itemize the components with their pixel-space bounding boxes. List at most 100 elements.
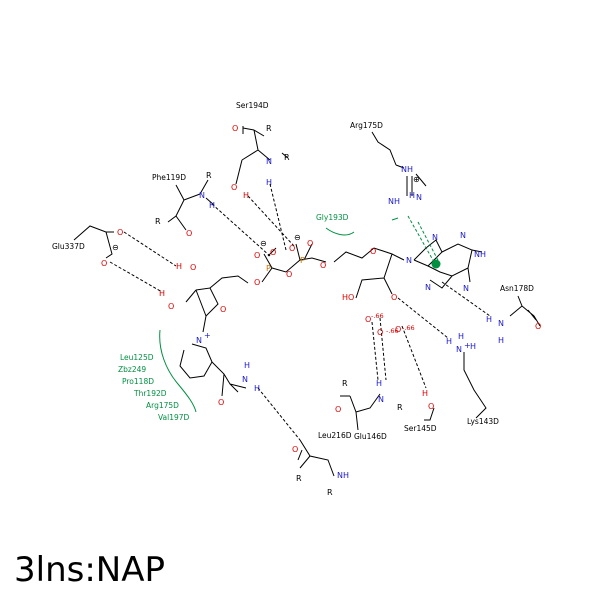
atom-oxygen: O: [254, 251, 260, 260]
residue-labels: Ser194D Arg175D Phe119D Gly193D Glu337D …: [52, 101, 534, 441]
atom-oxygen: O: [377, 328, 383, 337]
atom-oxygen: O: [220, 305, 226, 314]
atom-nitrogen: N: [456, 345, 462, 354]
residue-lys143: Lys143D: [467, 417, 499, 426]
covalent-bonds: [73, 126, 541, 477]
atom-hydrogen: H: [176, 262, 182, 271]
atom-positive-charge: +: [464, 341, 471, 350]
hydrophobic-contacts: [159, 215, 441, 413]
hydrophobic-residue: Pro118D: [122, 377, 154, 386]
atom-nitrogen: NH: [337, 471, 349, 480]
atom-hydrogen: H: [409, 191, 415, 200]
atom-oxygen: O: [395, 325, 401, 334]
atom-oxygen: O: [232, 124, 238, 133]
partial-charge: -.66: [386, 327, 399, 335]
atom-r-group: R: [327, 488, 333, 497]
residue-gly193: Gly193D: [316, 213, 349, 222]
atom-oxygen: O: [535, 322, 541, 331]
atom-negative-charge: ⊖: [260, 239, 267, 248]
atom-hydrogen: H: [470, 342, 476, 351]
residue-glu337: Glu337D: [52, 242, 85, 251]
atom-nitrogen: N: [460, 231, 466, 240]
residue-ser194: Ser194D: [236, 101, 269, 110]
atom-oxygen: O: [254, 278, 260, 287]
hydrophobic-residue: Val197D: [158, 413, 190, 422]
atom-nitrogen: N: [242, 375, 248, 384]
residue-arg175: Arg175D: [350, 121, 383, 130]
atom-hydrogen: H: [486, 315, 492, 324]
atom-negative-charge: ⊖: [112, 243, 119, 252]
atom-positive-charge: +: [204, 331, 211, 340]
atom-r-group: R: [397, 403, 403, 412]
atom-oxygen: O: [307, 239, 313, 248]
atom-nitrogen: N: [378, 395, 384, 404]
atom-oxygen: O: [365, 315, 371, 324]
atom-oxygen: O: [292, 445, 298, 454]
atom-positive-charge: ⊕: [413, 175, 420, 184]
atom-r-group: R: [284, 153, 290, 162]
atom-nitrogen: N: [425, 283, 431, 292]
atom-oxygen: O: [270, 248, 276, 257]
atom-hydrogen: H: [254, 384, 260, 393]
residue-asn178: Asn178D: [500, 284, 534, 293]
atom-labels: O R N R H O H NH ⊕ NH H N R N H R O O ⊖ …: [101, 124, 541, 497]
atom-hydrogen: H: [458, 332, 464, 341]
atom-nitrogen: N: [416, 193, 422, 202]
atom-hydrogen: H: [376, 379, 382, 388]
atom-nitrogen: N: [432, 233, 438, 242]
partial-charge: -.66: [371, 312, 384, 320]
atom-r-group: R: [342, 379, 348, 388]
atom-hydrogen: H: [266, 178, 272, 187]
atom-nitrogen: N: [463, 284, 469, 293]
atom-hydroxyl: HO: [342, 293, 354, 302]
atom-hydrogen: H: [209, 201, 215, 210]
atom-hydrogen: H: [159, 289, 165, 298]
residue-glu146: Glu146D: [354, 432, 387, 441]
atom-oxygen: O: [286, 270, 292, 279]
atom-oxygen: O: [186, 229, 192, 238]
atom-nitrogen: N: [199, 191, 205, 200]
diagram-title: 3lns:NAP: [14, 550, 165, 590]
atom-nitrogen: N: [406, 256, 412, 265]
atom-phosphorus: P: [266, 264, 271, 273]
atom-hydrogen: H: [244, 361, 250, 370]
atom-hydrogen: H: [446, 337, 452, 346]
hydrophobic-residue: Zbz249: [118, 365, 146, 374]
atom-oxygen: O: [335, 405, 341, 414]
atom-r-group: R: [206, 171, 212, 180]
atom-r-group: R: [296, 474, 302, 483]
atom-oxygen: O: [370, 247, 376, 256]
atom-nitrogen: NH: [401, 165, 413, 174]
atom-hydrogen: H: [498, 336, 504, 345]
partial-charge: -.66: [402, 324, 415, 332]
hydrophobic-residue: Arg175D: [146, 401, 179, 410]
atom-nitrogen: N: [498, 319, 504, 328]
atom-nitrogen: N: [196, 336, 202, 345]
residue-leu216: Leu216D: [318, 431, 352, 440]
atom-oxygen: O: [320, 261, 326, 270]
atom-negative-charge: ⊖: [294, 233, 301, 242]
atom-phosphorus: P: [300, 256, 305, 265]
residue-phe119: Phe119D: [152, 173, 186, 182]
atom-oxygen: O: [101, 259, 107, 268]
hydrophobic-residue: Thr192D: [133, 389, 167, 398]
atom-oxygen: O: [218, 398, 224, 407]
atom-r-group: R: [155, 217, 161, 226]
atom-r-group: R: [266, 124, 272, 133]
atom-oxygen: O: [289, 244, 295, 253]
atom-nitrogen: NH: [388, 197, 400, 206]
atom-oxygen: O: [391, 293, 397, 302]
atom-nitrogen: NH: [474, 250, 486, 259]
residue-ser145: Ser145D: [404, 424, 437, 433]
atom-hydrogen: H: [243, 191, 249, 200]
atom-hydrogen: H: [422, 389, 428, 398]
hydrogen-bonds: [109, 183, 491, 441]
atom-oxygen: O: [428, 402, 434, 411]
atom-oxygen: O: [231, 183, 237, 192]
atom-oxygen: O: [117, 228, 123, 237]
hydrophobic-residue: Leu125D: [120, 353, 154, 362]
pi-cation-marker: [431, 259, 441, 269]
atom-oxygen: O: [168, 302, 174, 311]
atom-oxygen: O: [190, 263, 196, 272]
